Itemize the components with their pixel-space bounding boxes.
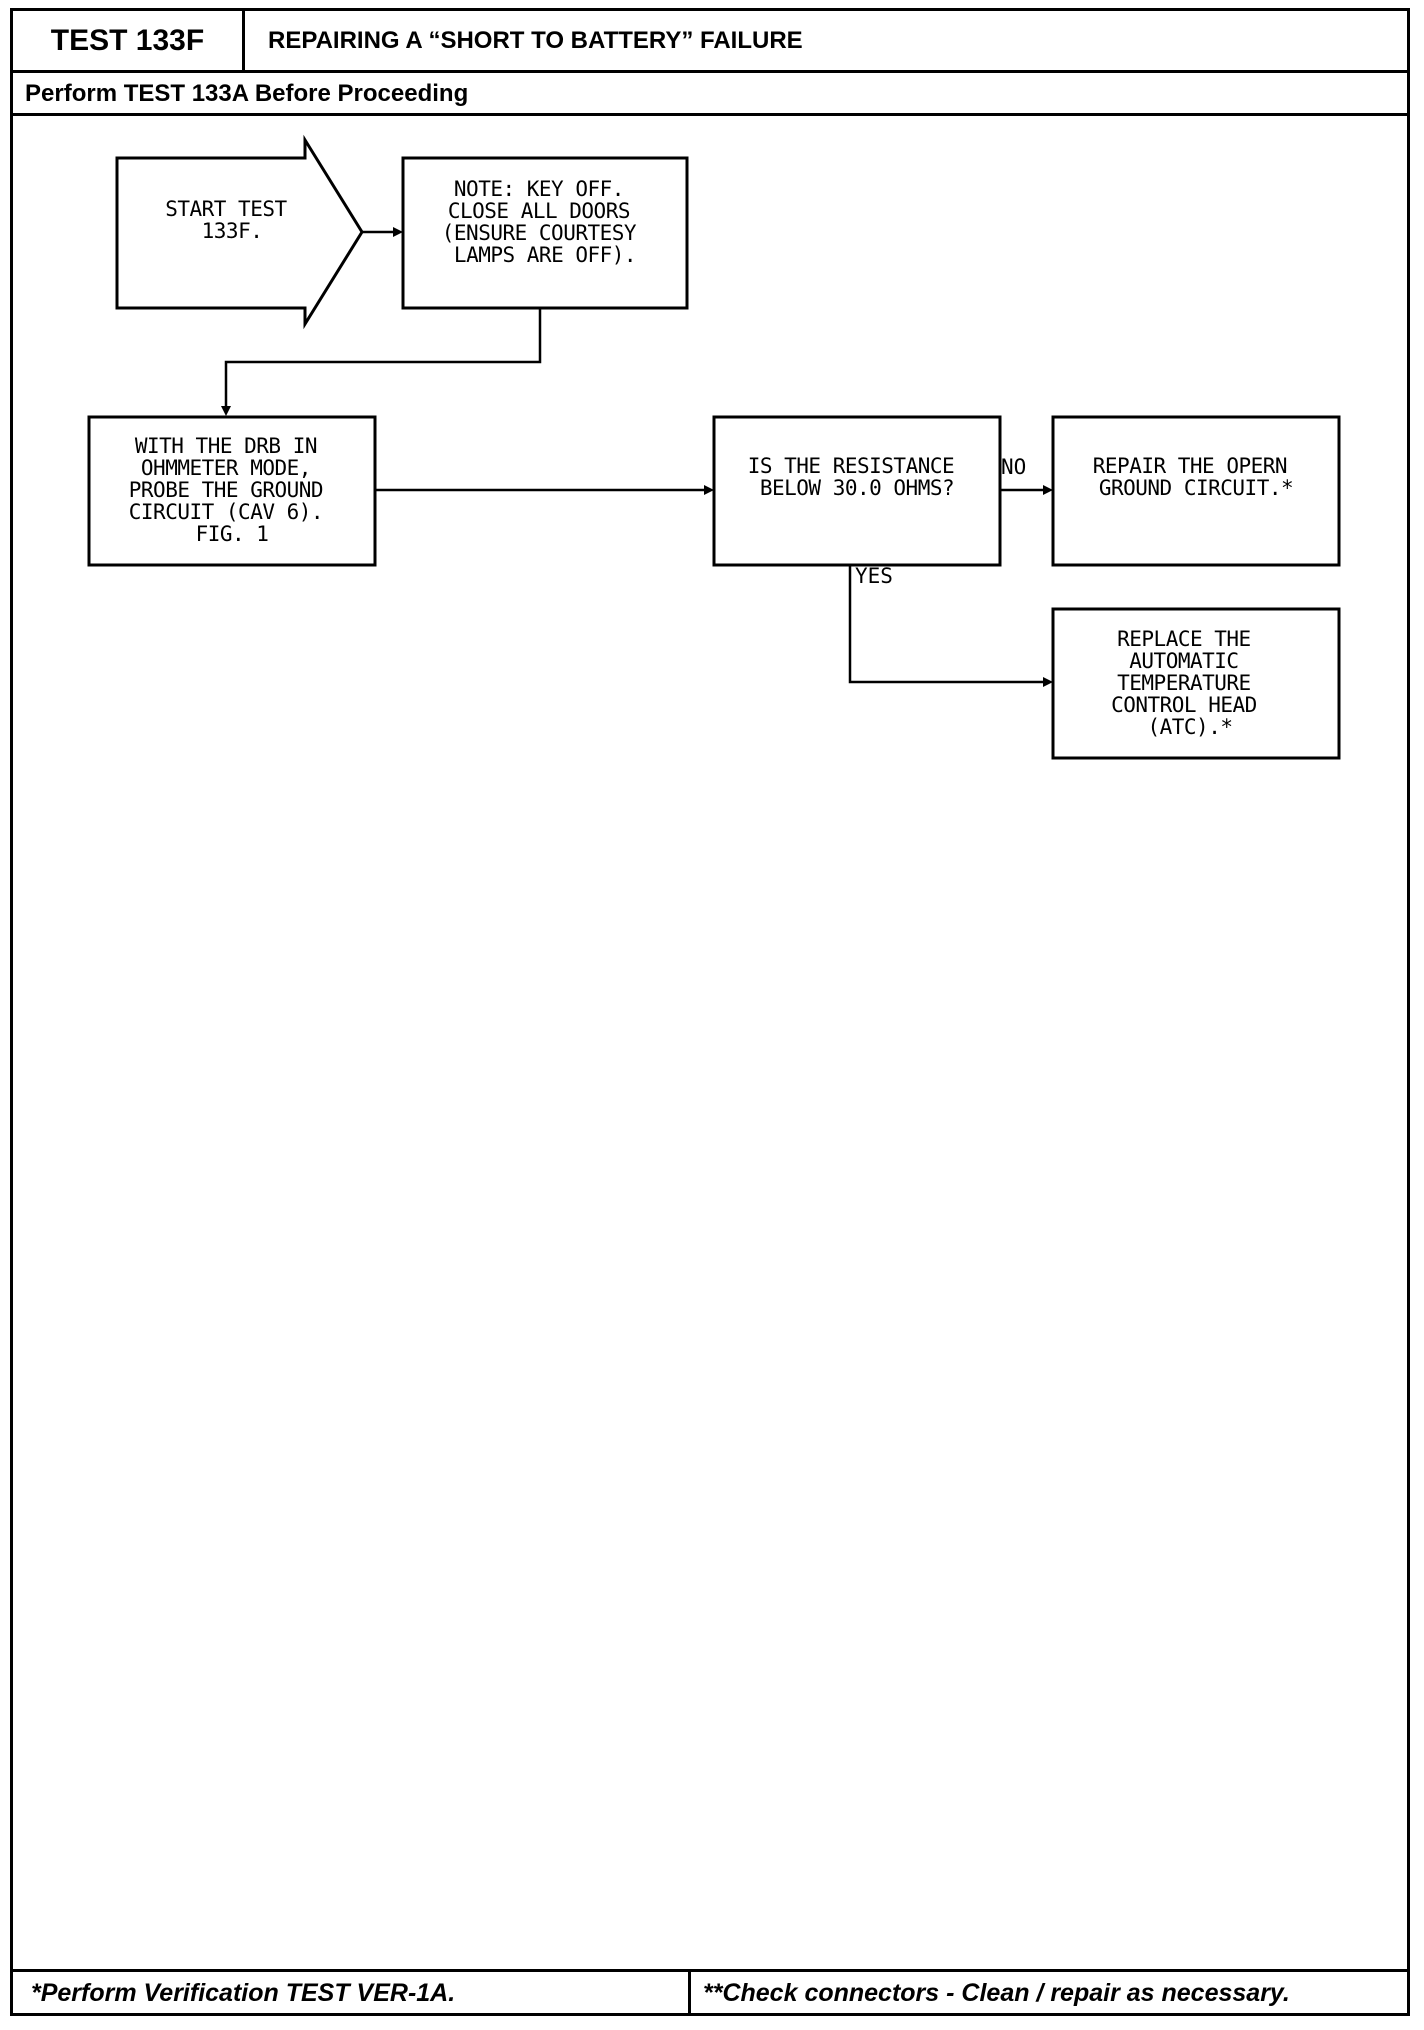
- replace-box: [1051, 607, 1341, 760]
- header-divider: [13, 70, 1407, 73]
- test-id: TEST 133F: [13, 11, 245, 70]
- probe-box: [87, 415, 377, 567]
- prerequisite-note: Perform TEST 133A Before Proceeding: [25, 80, 469, 107]
- yes-label: YES: [855, 564, 893, 588]
- start-node: [115, 134, 364, 330]
- question-box: [712, 415, 1002, 567]
- footer-connector-note: **Check connectors - Clean / repair as n…: [703, 1978, 1290, 2007]
- footer-column-divider: [688, 1972, 691, 2014]
- connector-note-probe: [224, 308, 542, 408]
- page-frame: TEST 133F REPAIRING A “SHORT TO BATTERY”…: [10, 8, 1410, 2016]
- no-label: NO: [1001, 455, 1026, 479]
- page-title: REPAIRING A “SHORT TO BATTERY” FAILURE: [268, 26, 803, 54]
- header-bottom-divider: [13, 113, 1407, 116]
- arrowhead: [393, 227, 403, 237]
- replace-box-text: REPLACE THE AUTOMATIC TEMPERATURE CONTRO…: [1111, 627, 1269, 739]
- repair-box: [1051, 415, 1341, 567]
- connector-yes: [848, 565, 1045, 684]
- footer-divider: [13, 1969, 1407, 1972]
- arrowhead: [704, 485, 714, 495]
- start-node-text: START TEST 133F.: [165, 197, 299, 243]
- repair-box-text: REPAIR THE OPERN GROUND CIRCUIT.*: [1093, 454, 1299, 500]
- note-box-text: NOTE: KEY OFF. CLOSE ALL DOORS (ENSURE C…: [442, 177, 648, 267]
- arrowhead: [1043, 485, 1053, 495]
- arrowhead: [221, 406, 231, 416]
- arrowhead: [1043, 677, 1053, 687]
- footer-verification-note: *Perform Verification TEST VER-1A.: [31, 1978, 456, 2007]
- note-box: [401, 156, 689, 310]
- question-box-text: IS THE RESISTANCE BELOW 30.0 OHMS?: [748, 454, 967, 500]
- probe-box-text: WITH THE DRB IN OHMMETER MODE, PROBE THE…: [129, 434, 335, 546]
